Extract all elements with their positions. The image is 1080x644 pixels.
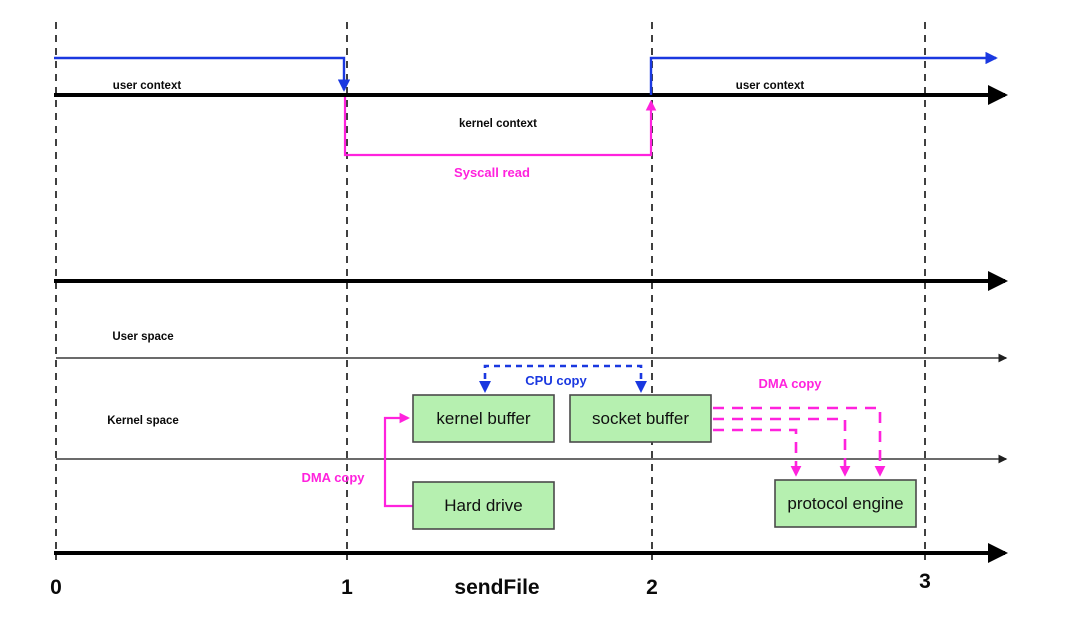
dma-copy-socket-to-engine-arrow-2 (713, 417, 851, 477)
socket-buffer-box[interactable]: socket buffer (569, 394, 712, 443)
cpu-copy-group: CPU copy (479, 364, 647, 393)
socket-buffer-rect[interactable] (569, 394, 712, 443)
kernel-buffer-box[interactable]: kernel buffer (412, 394, 555, 443)
hard-drive-box[interactable]: Hard drive (412, 481, 555, 530)
cpu-copy-arrow (479, 364, 647, 393)
dma-copy-right-group: DMA copy (713, 376, 886, 477)
kernel-space-label: Kernel space (107, 415, 179, 427)
protocol-engine-box[interactable]: protocol engine (774, 479, 917, 528)
tick-label-2: 2 (646, 576, 658, 599)
user-context-left-label: user context (113, 80, 182, 92)
dma-copy-socket-to-engine-arrow-3 (713, 406, 886, 477)
user-space-label: User space (112, 331, 173, 343)
cpu-copy-label: CPU copy (525, 373, 587, 388)
context-switch-section: user context kernel context user context… (54, 51, 1008, 180)
tick-label-3: 3 (919, 570, 931, 593)
dma-copy-left-group: DMA copy (301, 412, 413, 508)
hard-drive-label: Hard drive (444, 496, 522, 515)
protocol-engine-rect[interactable] (774, 479, 917, 528)
user-context-enter-kernel-line (54, 56, 351, 92)
kernel-buffer-rect[interactable] (412, 394, 555, 443)
memory-space-section: User space Kernel space (54, 271, 1008, 464)
dma-copy-right-label: DMA copy (758, 376, 822, 391)
kernel-buffer-label: kernel buffer (436, 409, 531, 428)
sendfile-axis-label: sendFile (454, 576, 539, 599)
syscall-read-bracket (343, 97, 657, 157)
socket-buffer-label: socket buffer (592, 409, 689, 428)
user-context-right-label: user context (736, 80, 805, 92)
hard-drive-rect[interactable] (412, 481, 555, 530)
dma-copy-socket-to-engine-arrow-1 (713, 428, 802, 477)
protocol-engine-label: protocol engine (787, 494, 903, 513)
tick-guides (55, 22, 926, 560)
user-context-resume-line (649, 51, 998, 95)
syscall-read-label: Syscall read (454, 165, 530, 180)
dma-copy-left-label: DMA copy (301, 470, 365, 485)
kernel-context-label: kernel context (459, 118, 537, 130)
tick-label-1: 1 (341, 576, 353, 599)
tick-label-0: 0 (50, 576, 62, 599)
dma-copy-harddrive-to-kernelbuffer-arrow (383, 412, 413, 508)
time-axis-section: 0 1 2 3 sendFile (50, 543, 1008, 599)
